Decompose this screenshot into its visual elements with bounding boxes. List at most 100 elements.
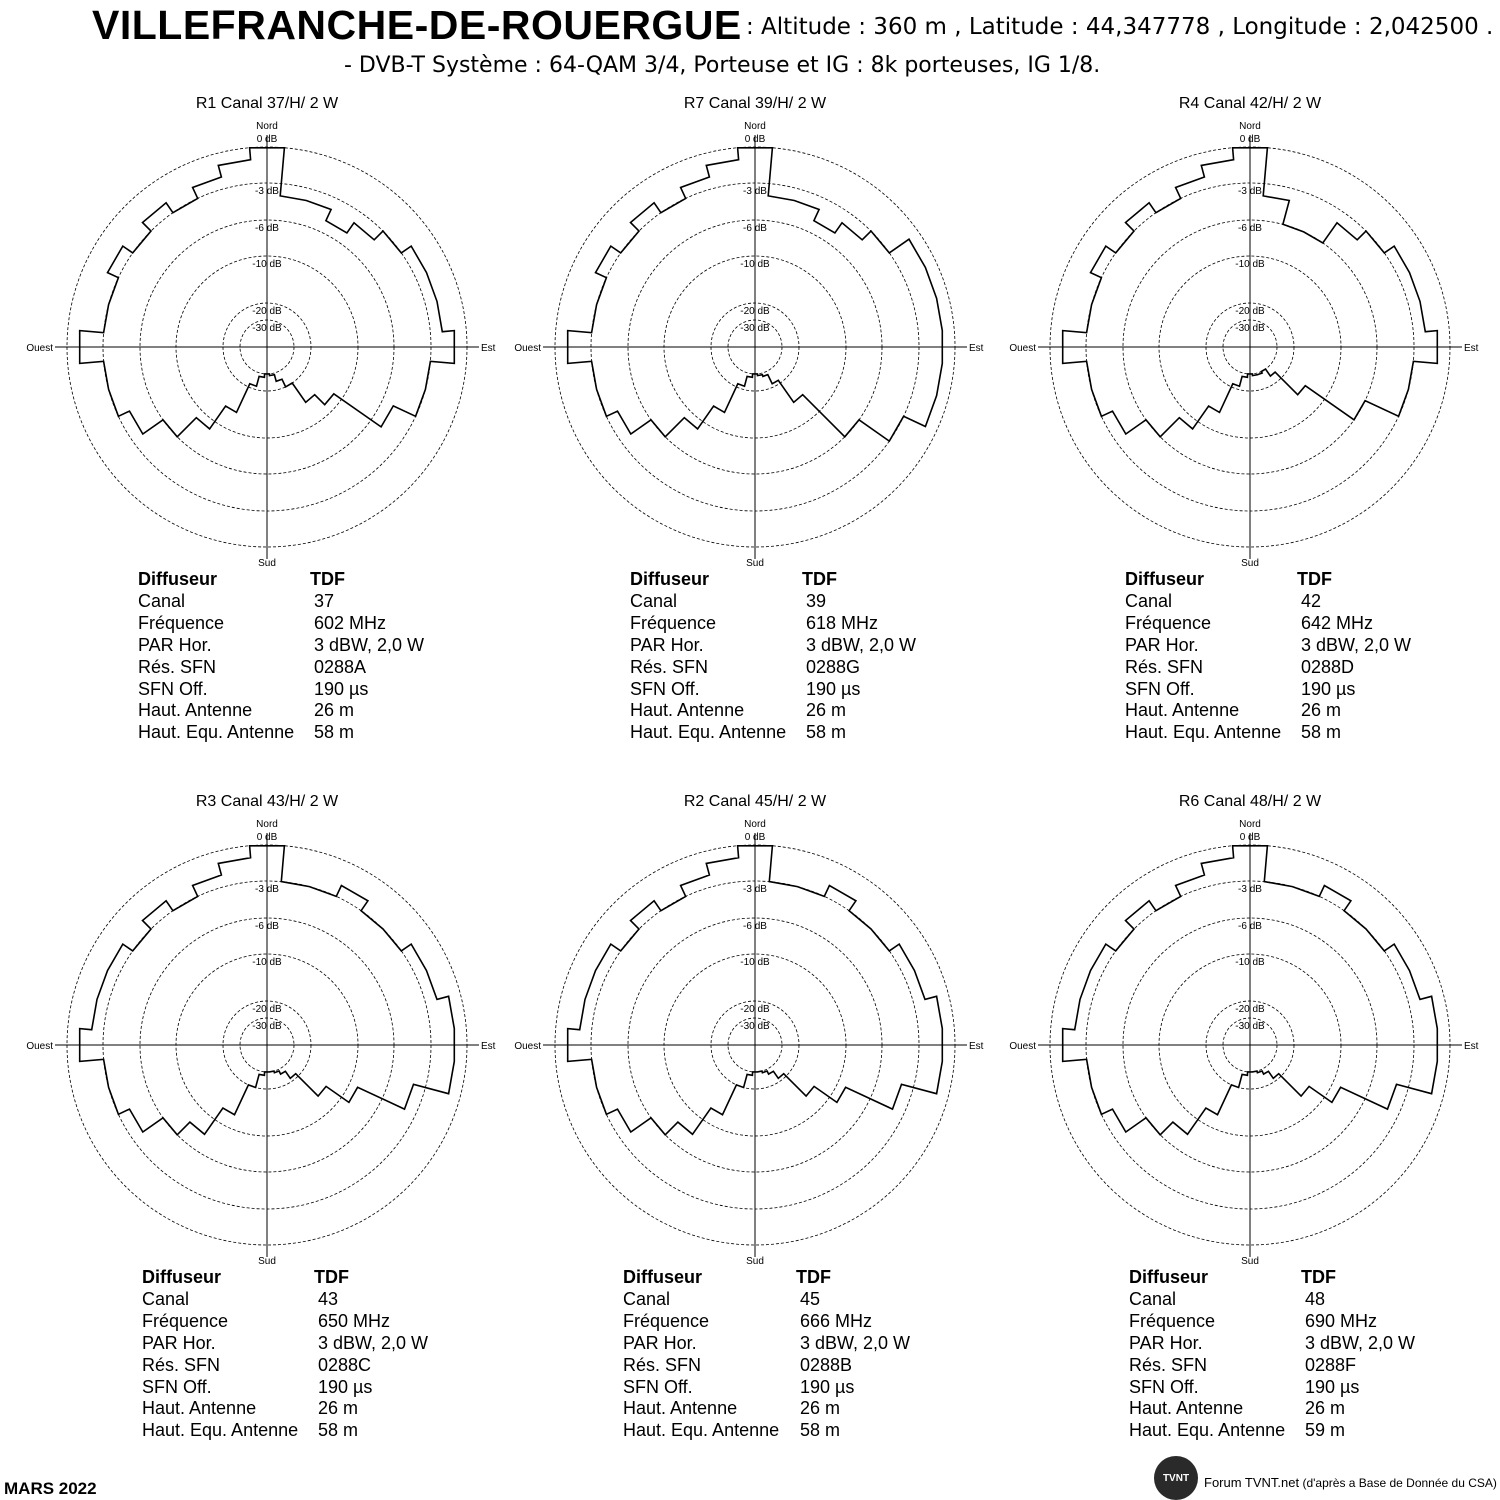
- ring-label: -3 dB: [255, 884, 279, 895]
- spec-label: Haut. Equ. Antenne: [623, 1420, 780, 1441]
- spec-value: 58 m: [800, 1420, 841, 1441]
- spec-label: Haut. Equ. Antenne: [1129, 1420, 1286, 1441]
- ring-label: -3 dB: [1238, 186, 1262, 197]
- ring-label: -6 dB: [743, 223, 767, 234]
- panel-title: R1 Canal 37/H/ 2 W: [195, 95, 339, 112]
- ring-label: 0 dB: [1240, 832, 1261, 843]
- spec-value: 0288C: [318, 1354, 372, 1375]
- ring-label: -10 dB: [740, 259, 770, 270]
- ring-label: -10 dB: [1235, 957, 1265, 968]
- spec-value: 190 µs: [1305, 1376, 1360, 1397]
- spec-label: PAR Hor.: [1125, 634, 1199, 655]
- ring-label: -6 dB: [255, 921, 279, 932]
- spec-label: Rés. SFN: [142, 1354, 221, 1375]
- spec-label: Haut. Antenne: [623, 1398, 738, 1419]
- direction-label-east: Est: [1464, 343, 1479, 354]
- ring-label: -3 dB: [743, 186, 767, 197]
- direction-label-south: Sud: [746, 558, 764, 569]
- spec-value: 666 MHz: [800, 1310, 873, 1331]
- spec-label: Canal: [630, 590, 678, 611]
- spec-value: 642 MHz: [1301, 612, 1374, 633]
- ring-label: -30 dB: [740, 1021, 770, 1032]
- spec-value: 26 m: [806, 700, 847, 721]
- panel-title: R3 Canal 43/H/ 2 W: [195, 793, 339, 810]
- spec-value: 190 µs: [314, 678, 369, 699]
- polar-chart: 0 dB-3 dB-6 dB-10 dB-20 dB-30 dBNordSudE…: [26, 819, 496, 1267]
- spec-value: 3 dBW, 2,0 W: [1301, 634, 1412, 655]
- direction-label-west: Ouest: [26, 343, 53, 354]
- spec-row-diffuseur: Diffuseur TDF: [138, 569, 424, 591]
- spec-row-par: PAR Hor.3 dBW, 2,0 W: [1129, 1333, 1415, 1355]
- spec-value: 39: [806, 590, 827, 611]
- spec-value: 3 dBW, 2,0 W: [806, 634, 917, 655]
- ring-label: -20 dB: [252, 1004, 282, 1015]
- spec-value: 190 µs: [800, 1376, 855, 1397]
- spec-value: 26 m: [800, 1398, 841, 1419]
- spec-row-par: PAR Hor.3 dBW, 2,0 W: [142, 1333, 428, 1355]
- spec-label: Diffuseur: [138, 569, 218, 589]
- radiation-pattern: [78, 845, 456, 1136]
- page-header: VILLEFRANCHE-DE-ROUERGUE : Altitude : 36…: [0, 0, 1500, 90]
- direction-label-north: Nord: [1239, 819, 1261, 830]
- spec-label: Canal: [1129, 1288, 1177, 1309]
- spec-label: Canal: [142, 1288, 190, 1309]
- direction-label-south: Sud: [258, 1256, 276, 1267]
- spec-value: 0288A: [314, 656, 367, 677]
- spec-label: Fréquence: [142, 1310, 229, 1331]
- spec-label: Haut. Antenne: [1125, 700, 1240, 721]
- spec-value: 58 m: [1301, 722, 1342, 743]
- ring-label: -30 dB: [1235, 1021, 1265, 1032]
- polar-chart: 0 dB-3 dB-6 dB-10 dB-20 dB-30 dBNordSudE…: [1009, 819, 1478, 1267]
- direction-label-east: Est: [481, 1041, 496, 1052]
- panel-title: R2 Canal 45/H/ 2 W: [683, 793, 827, 810]
- ring-label: -30 dB: [1235, 323, 1265, 334]
- spec-label: Haut. Equ. Antenne: [142, 1420, 299, 1441]
- spec-row-sfn: Rés. SFN 0288C: [142, 1355, 428, 1377]
- spec-value: 690 MHz: [1305, 1310, 1378, 1331]
- ring-label: -3 dB: [255, 186, 279, 197]
- direction-label-south: Sud: [1241, 558, 1259, 569]
- spec-value: 37: [314, 590, 335, 611]
- spec-label: SFN Off.: [630, 678, 700, 699]
- spec-label: Canal: [138, 590, 186, 611]
- spec-value: 618 MHz: [806, 612, 879, 633]
- ring-label: -6 dB: [743, 921, 767, 932]
- spec-row-sfn-off: SFN Off. 190 µs: [1129, 1377, 1415, 1399]
- spec-value: 3 dBW, 2,0 W: [314, 634, 425, 655]
- spec-row-sfn-off: SFN Off.190 µs: [630, 679, 916, 701]
- spec-label: Haut. Equ. Antenne: [138, 722, 295, 743]
- spec-label: SFN Off.: [623, 1376, 693, 1397]
- spec-label: Fréquence: [1129, 1310, 1216, 1331]
- direction-label-south: Sud: [258, 558, 276, 569]
- direction-label-east: Est: [969, 343, 984, 354]
- spec-row-sfn-off: SFN Off.190 µs: [1125, 679, 1411, 701]
- direction-label-north: Nord: [744, 819, 766, 830]
- spec-row-frequence: Fréquence 690 MHz: [1129, 1311, 1415, 1333]
- spec-row-haut: Haut. Antenne 26 m: [623, 1398, 910, 1420]
- spec-label: SFN Off.: [142, 1376, 212, 1397]
- spec-value: 43: [318, 1288, 339, 1309]
- spec-value: TDF: [314, 1267, 349, 1287]
- spec-label: SFN Off.: [1129, 1376, 1199, 1397]
- spec-value: TDF: [310, 569, 345, 589]
- spec-label: Haut. Antenne: [142, 1398, 257, 1419]
- spec-label: Rés. SFN: [1129, 1354, 1208, 1375]
- spec-label: PAR Hor.: [1129, 1332, 1203, 1353]
- radiation-pattern: [78, 147, 456, 438]
- ring-label: -20 dB: [740, 1004, 770, 1015]
